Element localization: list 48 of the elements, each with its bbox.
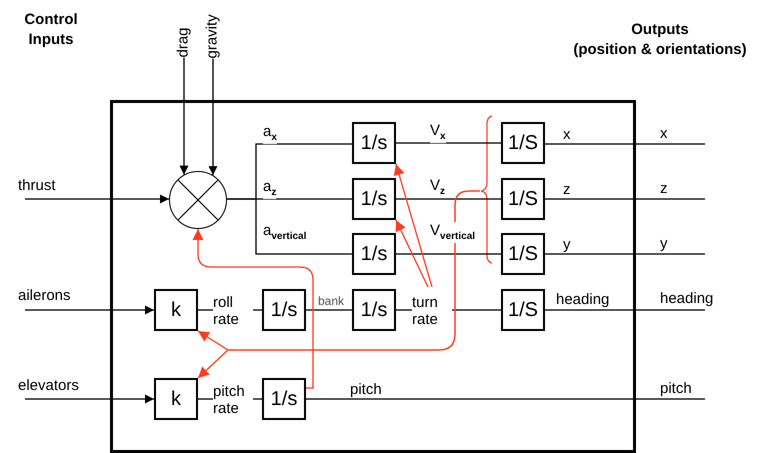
gain-box: k xyxy=(154,378,198,420)
edge-label: heading xyxy=(556,291,610,308)
signal-arrow xyxy=(208,58,218,176)
input-label: drag xyxy=(176,8,192,58)
integrator-box: 1/S xyxy=(501,178,545,220)
curly-bracket xyxy=(480,115,493,264)
system-block xyxy=(110,100,636,453)
signal-line xyxy=(306,309,352,311)
feedback-arrow xyxy=(395,220,429,288)
integrator-box: 1/s xyxy=(352,233,396,275)
integrator-box: 1/s xyxy=(262,378,306,420)
signal-line xyxy=(396,253,501,255)
section-heading: Outputs (position & orientations) xyxy=(572,20,748,59)
output-label: pitch xyxy=(660,381,692,397)
signal-line xyxy=(545,143,705,145)
signal-line xyxy=(226,198,352,255)
signal-arrow xyxy=(25,394,154,404)
feedback-arrow xyxy=(394,164,433,288)
signal-line xyxy=(396,198,501,200)
feedback-arrow xyxy=(192,229,314,389)
output-label: z xyxy=(660,181,668,197)
signal-arrow xyxy=(25,194,170,204)
integrator-box: 1/s xyxy=(352,178,396,220)
edge-label: V$_{x}$ xyxy=(430,122,446,142)
gain-box: k xyxy=(154,289,198,331)
input-label: ailerons xyxy=(18,288,98,305)
integrator-box: 1/s xyxy=(352,122,396,164)
signal-arrow xyxy=(25,306,154,314)
integrator-box: 1/S xyxy=(501,289,545,331)
output-label: y xyxy=(660,236,668,252)
integrator-box: 1/s xyxy=(262,289,306,331)
input-label: thrust xyxy=(18,178,78,195)
section-heading: Control Inputs xyxy=(23,10,79,49)
signal-line xyxy=(545,253,705,255)
signal-arrow xyxy=(180,58,188,175)
integrator-box: 1/S xyxy=(501,233,545,275)
output-label: x xyxy=(660,126,668,142)
input-label: gravity xyxy=(204,2,222,58)
signal-line xyxy=(545,309,705,311)
integrator-box: 1/S xyxy=(501,122,545,164)
integrator-box: 1/s xyxy=(352,289,396,331)
signal-line xyxy=(545,198,705,200)
signal-line xyxy=(306,398,705,400)
input-label: elevators xyxy=(18,378,108,395)
output-label: heading xyxy=(660,291,714,307)
edge-label: pitch xyxy=(350,381,382,398)
signal-line xyxy=(396,142,501,144)
edge-label: V$_{vertical}$ xyxy=(430,222,476,242)
